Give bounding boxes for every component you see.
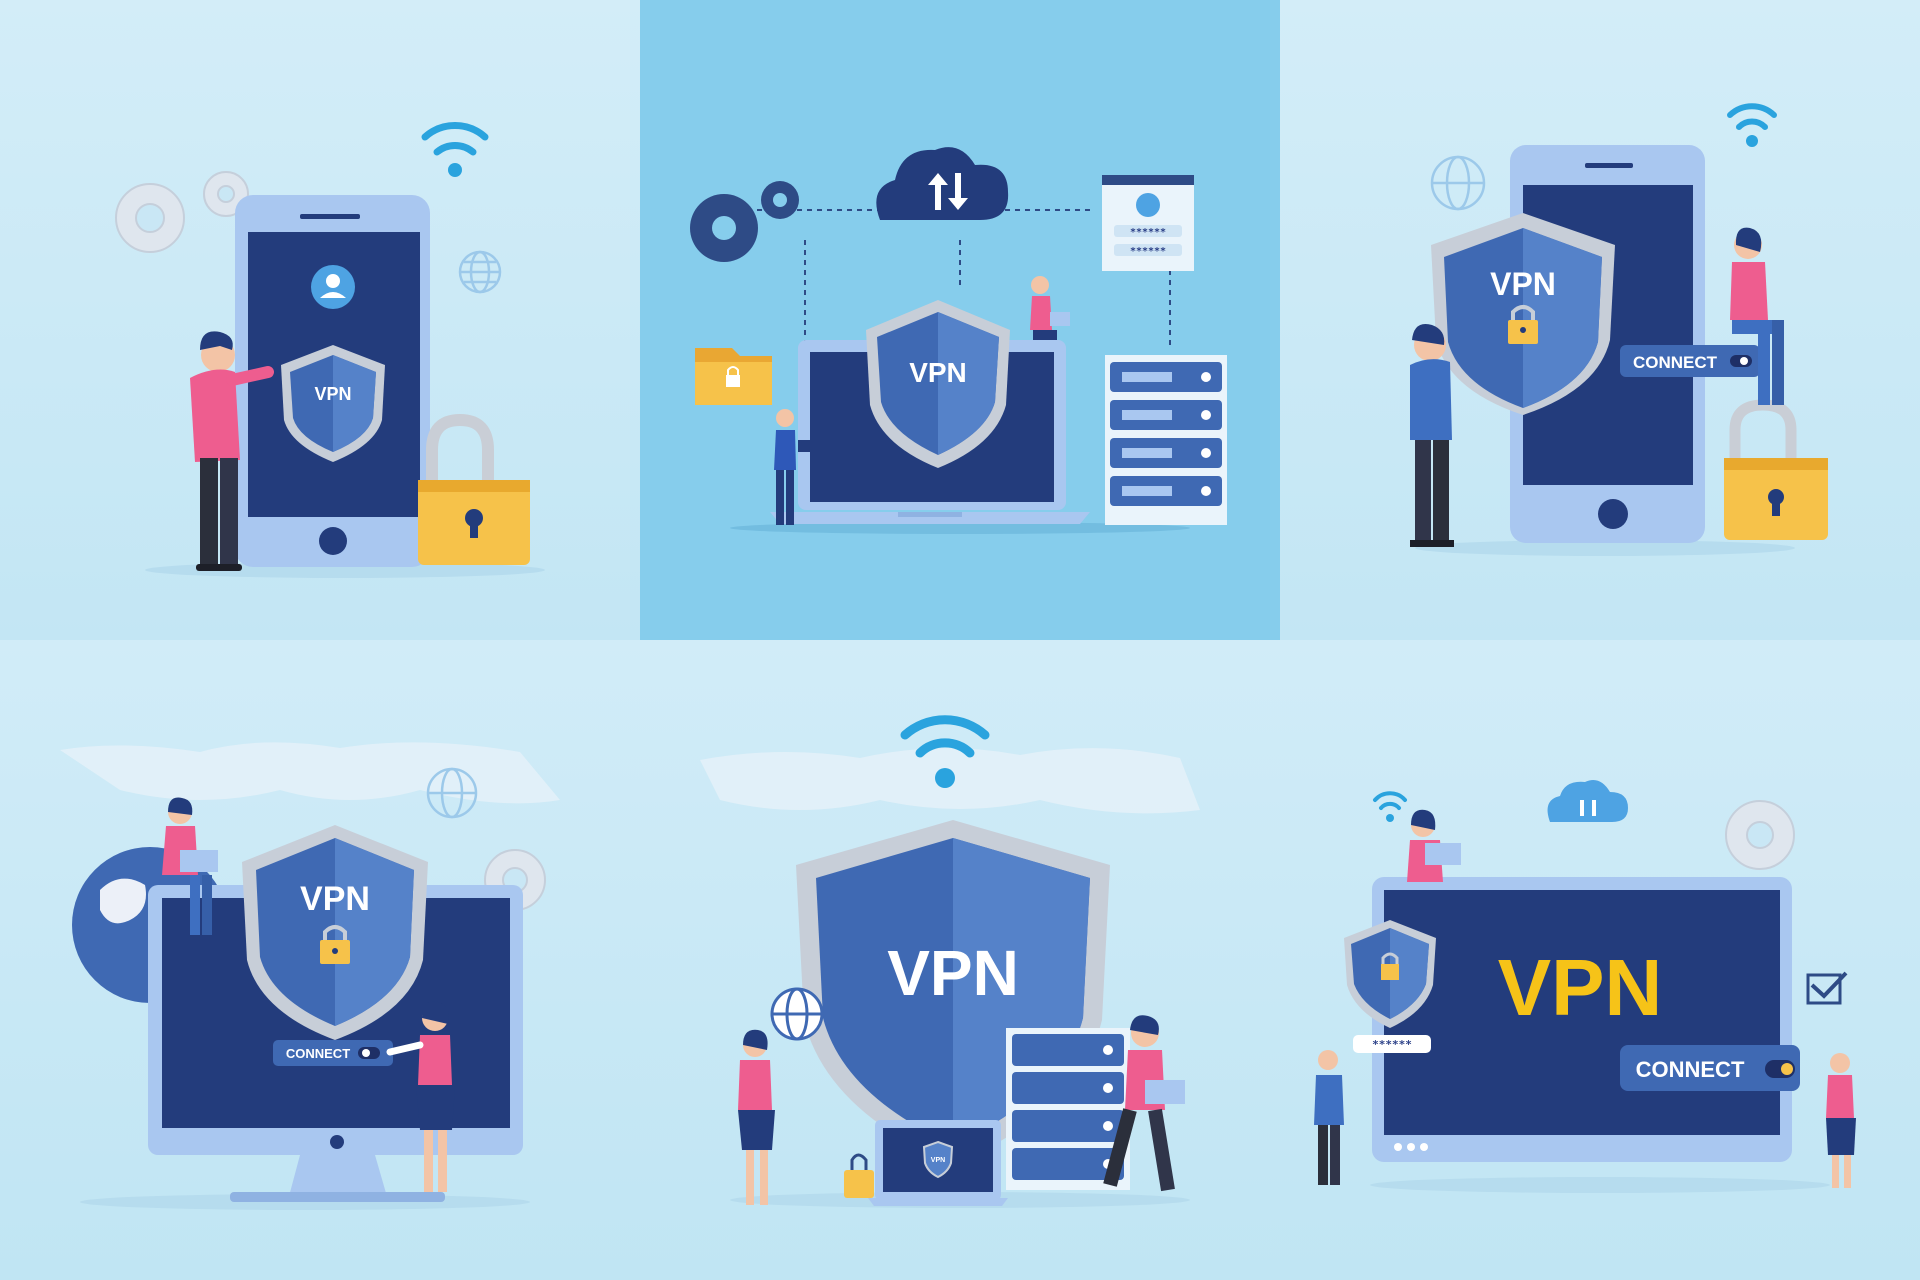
gear-icon bbox=[115, 171, 249, 253]
person-woman bbox=[1407, 809, 1461, 882]
panel-laptop-network: ****** ****** VPN bbox=[640, 0, 1280, 640]
password-field: ****** bbox=[1353, 1035, 1431, 1053]
person-man bbox=[1103, 1015, 1185, 1192]
globe-icon bbox=[1430, 155, 1486, 211]
wifi-icon bbox=[421, 122, 489, 177]
panel-tablet-connect: VPN CONNECT *** bbox=[1280, 640, 1920, 1280]
cloud-sync-icon bbox=[1547, 779, 1628, 822]
connect-button[interactable]: CONNECT bbox=[273, 1040, 393, 1066]
panel-monitor-connect: VPN CONNECT bbox=[0, 640, 640, 1280]
connect-label: CONNECT bbox=[1633, 353, 1718, 372]
wifi-icon bbox=[900, 715, 990, 788]
person-woman bbox=[1030, 276, 1070, 340]
shield-label: VPN bbox=[1490, 266, 1556, 302]
shield-label: VPN bbox=[314, 384, 351, 404]
person-man bbox=[1410, 324, 1454, 547]
laptop-badge: VPN bbox=[931, 1157, 945, 1164]
shield-label: VPN bbox=[909, 357, 967, 388]
panel-phone-vpn: VPN bbox=[0, 0, 640, 640]
server-icon bbox=[1006, 1028, 1130, 1190]
cloud-sync-icon bbox=[876, 147, 1009, 220]
check-icon bbox=[1806, 971, 1848, 1005]
shield-icon bbox=[1344, 920, 1436, 1028]
password-mask: ****** bbox=[1372, 1038, 1412, 1051]
password-mask: ****** bbox=[1130, 227, 1166, 238]
shield-icon: VPN bbox=[242, 825, 428, 1040]
password-mask: ****** bbox=[1130, 246, 1166, 257]
person-woman bbox=[1826, 1053, 1856, 1188]
connect-label: CONNECT bbox=[286, 1046, 350, 1061]
login-card-icon: ****** ****** bbox=[1102, 175, 1194, 271]
person-woman bbox=[1730, 227, 1784, 405]
folder-lock-icon bbox=[695, 348, 772, 405]
person-man bbox=[190, 331, 274, 571]
panel-phone-connect: VPN CONNECT bbox=[1280, 0, 1920, 640]
person-man bbox=[1314, 1050, 1344, 1185]
shield-icon: VPN bbox=[1431, 213, 1615, 415]
padlock-icon bbox=[844, 1153, 874, 1198]
globe-icon bbox=[426, 767, 478, 819]
shield-icon: VPN bbox=[281, 345, 385, 462]
shield-label: VPN bbox=[887, 937, 1019, 1009]
padlock-icon bbox=[418, 413, 530, 565]
person-woman bbox=[738, 1029, 775, 1205]
shield-icon: VPN bbox=[866, 300, 1010, 468]
shield-label: VPN bbox=[300, 880, 370, 918]
connect-button[interactable]: CONNECT bbox=[1620, 345, 1760, 377]
globe-icon bbox=[458, 250, 502, 294]
laptop-icon: VPN bbox=[868, 1120, 1008, 1206]
connect-button[interactable]: CONNECT bbox=[1620, 1045, 1800, 1091]
server-icon bbox=[1105, 355, 1227, 525]
wifi-icon bbox=[1727, 103, 1777, 147]
connect-label: CONNECT bbox=[1636, 1057, 1745, 1082]
gear-icon bbox=[690, 181, 799, 262]
person-woman bbox=[162, 797, 218, 935]
person-man bbox=[774, 409, 818, 525]
panel-shield-server: VPN bbox=[640, 640, 1280, 1280]
padlock-icon bbox=[1724, 399, 1828, 540]
globe-icon bbox=[770, 987, 824, 1041]
wifi-icon bbox=[1373, 791, 1407, 822]
gear-icon bbox=[1725, 800, 1795, 870]
vpn-title: VPN bbox=[1498, 943, 1663, 1032]
person-woman bbox=[386, 1001, 455, 1192]
